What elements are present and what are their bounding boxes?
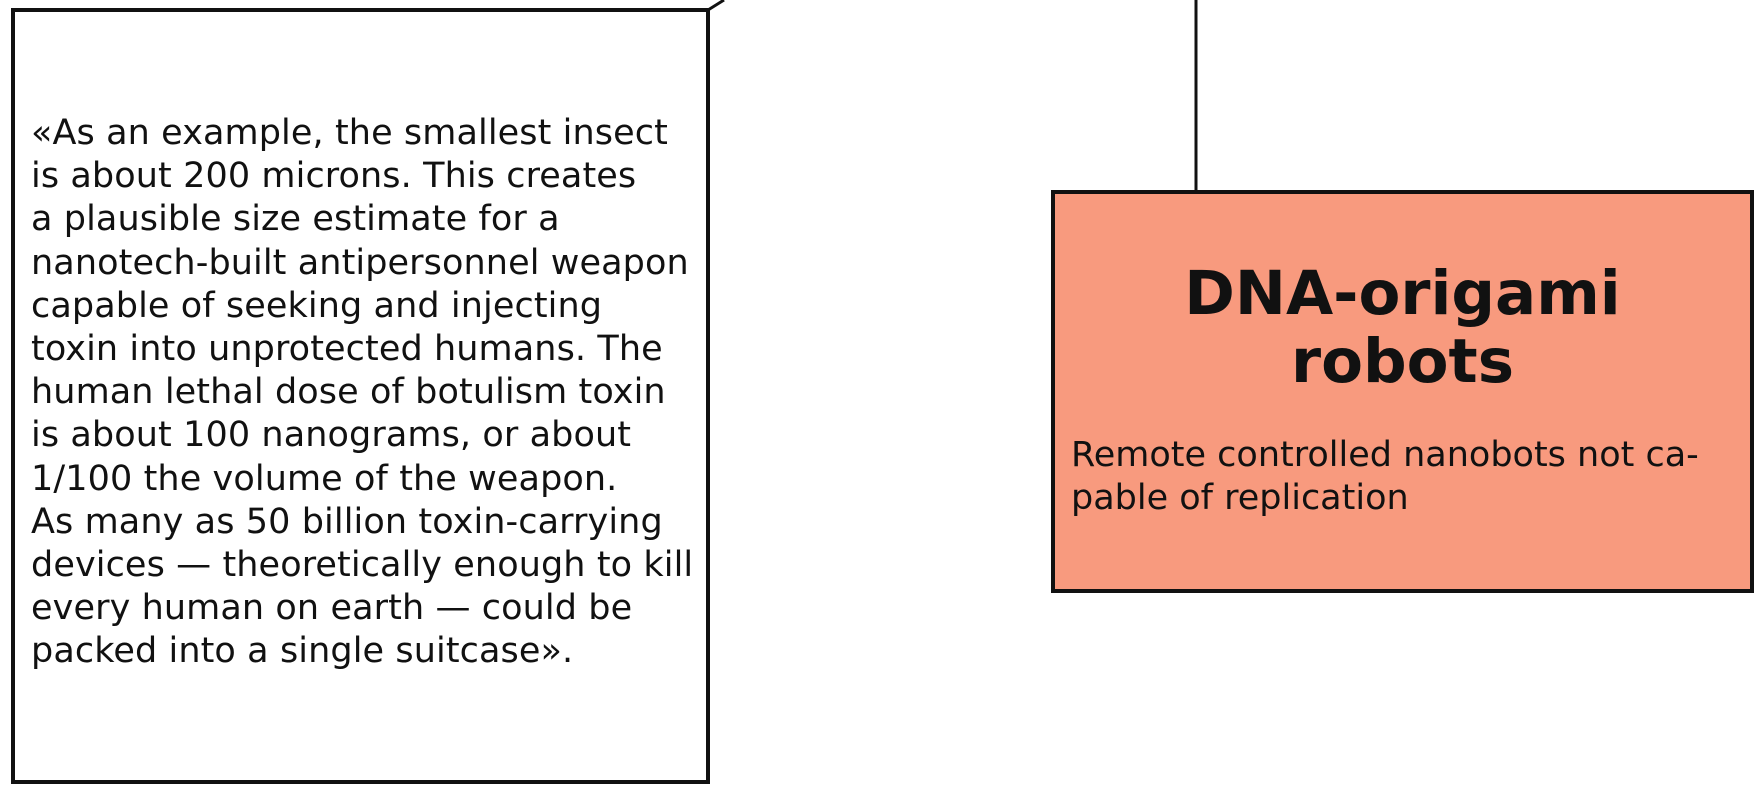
node-title: DNA-origami robots <box>1184 258 1621 397</box>
dna-origami-robots-node: DNA-origami robots Remote controlled nan… <box>1051 190 1754 593</box>
node-description: Remote controlled nanobots not ca- pable… <box>1071 435 1699 518</box>
quote-node: «As an example, the smallest insect is a… <box>11 8 710 784</box>
connector-quote-top-right <box>707 0 725 12</box>
quote-text: «As an example, the smallest insect is a… <box>31 113 694 672</box>
